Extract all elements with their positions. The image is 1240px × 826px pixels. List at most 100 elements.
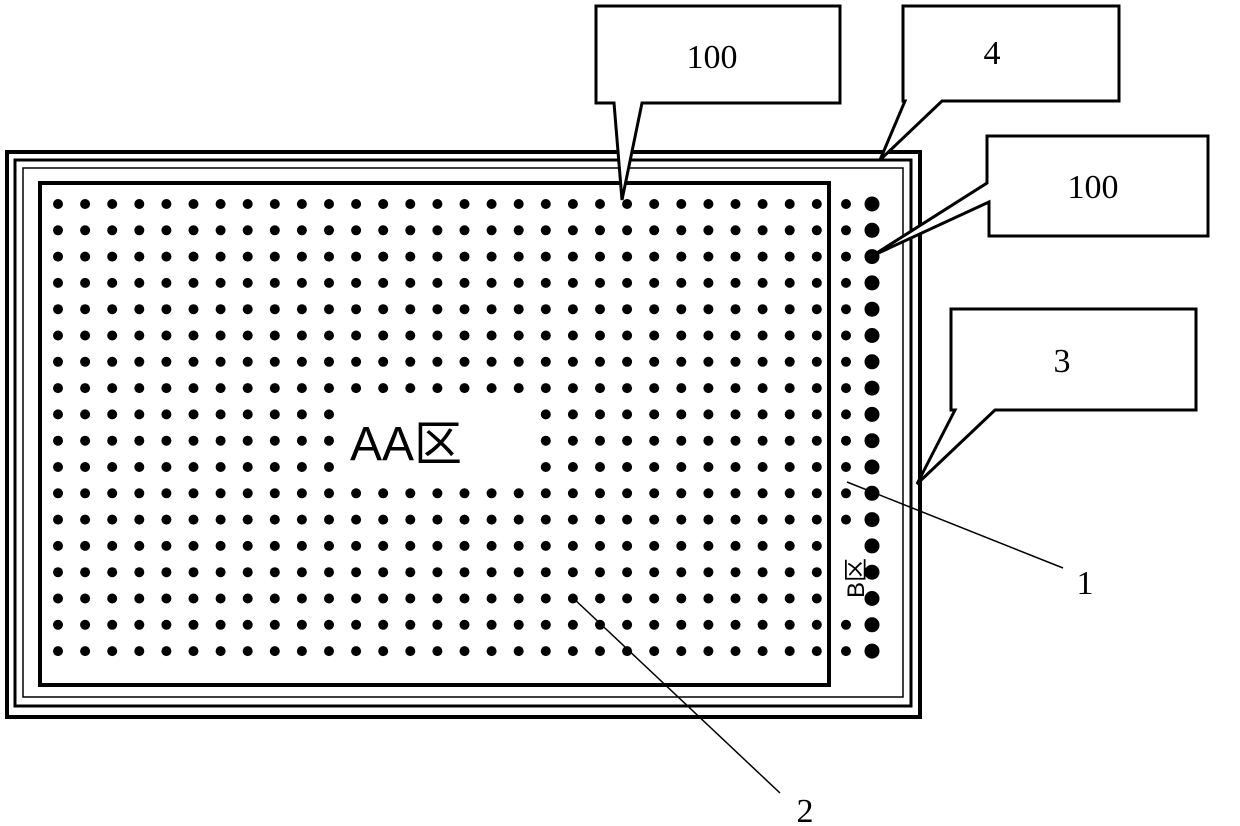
active-area-dot [487,252,497,262]
leader-line-2 [572,597,780,793]
active-area-dot [189,225,199,235]
border-area-dot-small [841,409,851,419]
active-area-dot [568,515,578,525]
active-area-dot [297,620,307,630]
active-area-dot [216,436,226,446]
active-area-dot [731,304,741,314]
border-area-dot-large [865,302,880,317]
active-area-dot [703,567,713,577]
active-area-dot [270,383,280,393]
active-area-dot [107,541,117,551]
active-area-dot [405,488,415,498]
active-area-dot [297,436,307,446]
active-area-dot [595,252,605,262]
active-area-dot [785,488,795,498]
active-area-dot [649,620,659,630]
active-area-dot [460,278,470,288]
active-area-dot [731,567,741,577]
border-area-dot-large [865,617,880,632]
active-area-dot [107,304,117,314]
active-area-dot [703,515,713,525]
active-area-dot [80,225,90,235]
active-area-dot [243,436,253,446]
active-area-dot [649,488,659,498]
active-area-dot [324,278,334,288]
active-area-dot [541,436,551,446]
active-area-dot [676,331,686,341]
active-area-dot [243,383,253,393]
border-area-dot-large [865,460,880,475]
active-area-dot [270,594,280,604]
active-area-dot [189,462,199,472]
active-area-dot [432,252,442,262]
active-area-dot [785,383,795,393]
active-area-dot [161,462,171,472]
active-area-dot [595,646,605,656]
callout-100-right: 100 [872,136,1208,256]
border-area-dot-large [865,538,880,553]
active-area-dot [568,199,578,209]
active-area-dot [134,225,144,235]
active-area-dot [622,462,632,472]
active-area-dot [53,567,63,577]
active-area-dot [216,541,226,551]
active-area-dot [134,567,144,577]
active-area-dot [595,462,605,472]
active-area-dot [812,225,822,235]
active-area-dot [514,646,524,656]
active-area-dot [568,225,578,235]
active-area-dot [676,409,686,419]
active-area-dot [812,515,822,525]
active-area-dot [80,304,90,314]
active-area-dot [324,541,334,551]
active-area-dot [676,594,686,604]
active-area-dot [487,567,497,577]
active-area-dot [541,357,551,367]
active-area-dot [812,488,822,498]
border-area-label: B区 [843,558,870,598]
active-area-dot [405,304,415,314]
active-area-dot [161,331,171,341]
active-area-dot [297,409,307,419]
active-area-dot [405,225,415,235]
active-area-dot [324,252,334,262]
active-area-dot [243,278,253,288]
active-area-dot [514,278,524,288]
active-area-dot [487,225,497,235]
active-area-dot [134,541,144,551]
active-area-dot [297,252,307,262]
border-area-dot-large [865,644,880,659]
active-area-dot [80,357,90,367]
active-area-dot [405,620,415,630]
active-area-dot [703,252,713,262]
active-area-dot [703,331,713,341]
active-area-dot [758,488,768,498]
active-area-dot [80,409,90,419]
active-area-dot [758,383,768,393]
active-area-dot [432,383,442,393]
active-area-dot [189,409,199,419]
active-area-dot [351,620,361,630]
active-area-dot [514,515,524,525]
active-area-dot [216,646,226,656]
active-area-dot [189,515,199,525]
leader-label-1: 1 [1077,565,1094,602]
active-area-dot [812,409,822,419]
active-area-dot [161,383,171,393]
active-area-dot [595,594,605,604]
active-area-dot [568,488,578,498]
active-area-dot [460,383,470,393]
active-area-dot [270,436,280,446]
active-area-dot [297,357,307,367]
active-area-dot [703,488,713,498]
active-area-dot [134,462,144,472]
active-area-dot [487,357,497,367]
active-area-dot [785,620,795,630]
active-area-dot [758,278,768,288]
active-area-dot [134,646,144,656]
active-area-dot [134,515,144,525]
active-area-dot [351,304,361,314]
active-area-dot [812,436,822,446]
active-area-dot [731,515,741,525]
